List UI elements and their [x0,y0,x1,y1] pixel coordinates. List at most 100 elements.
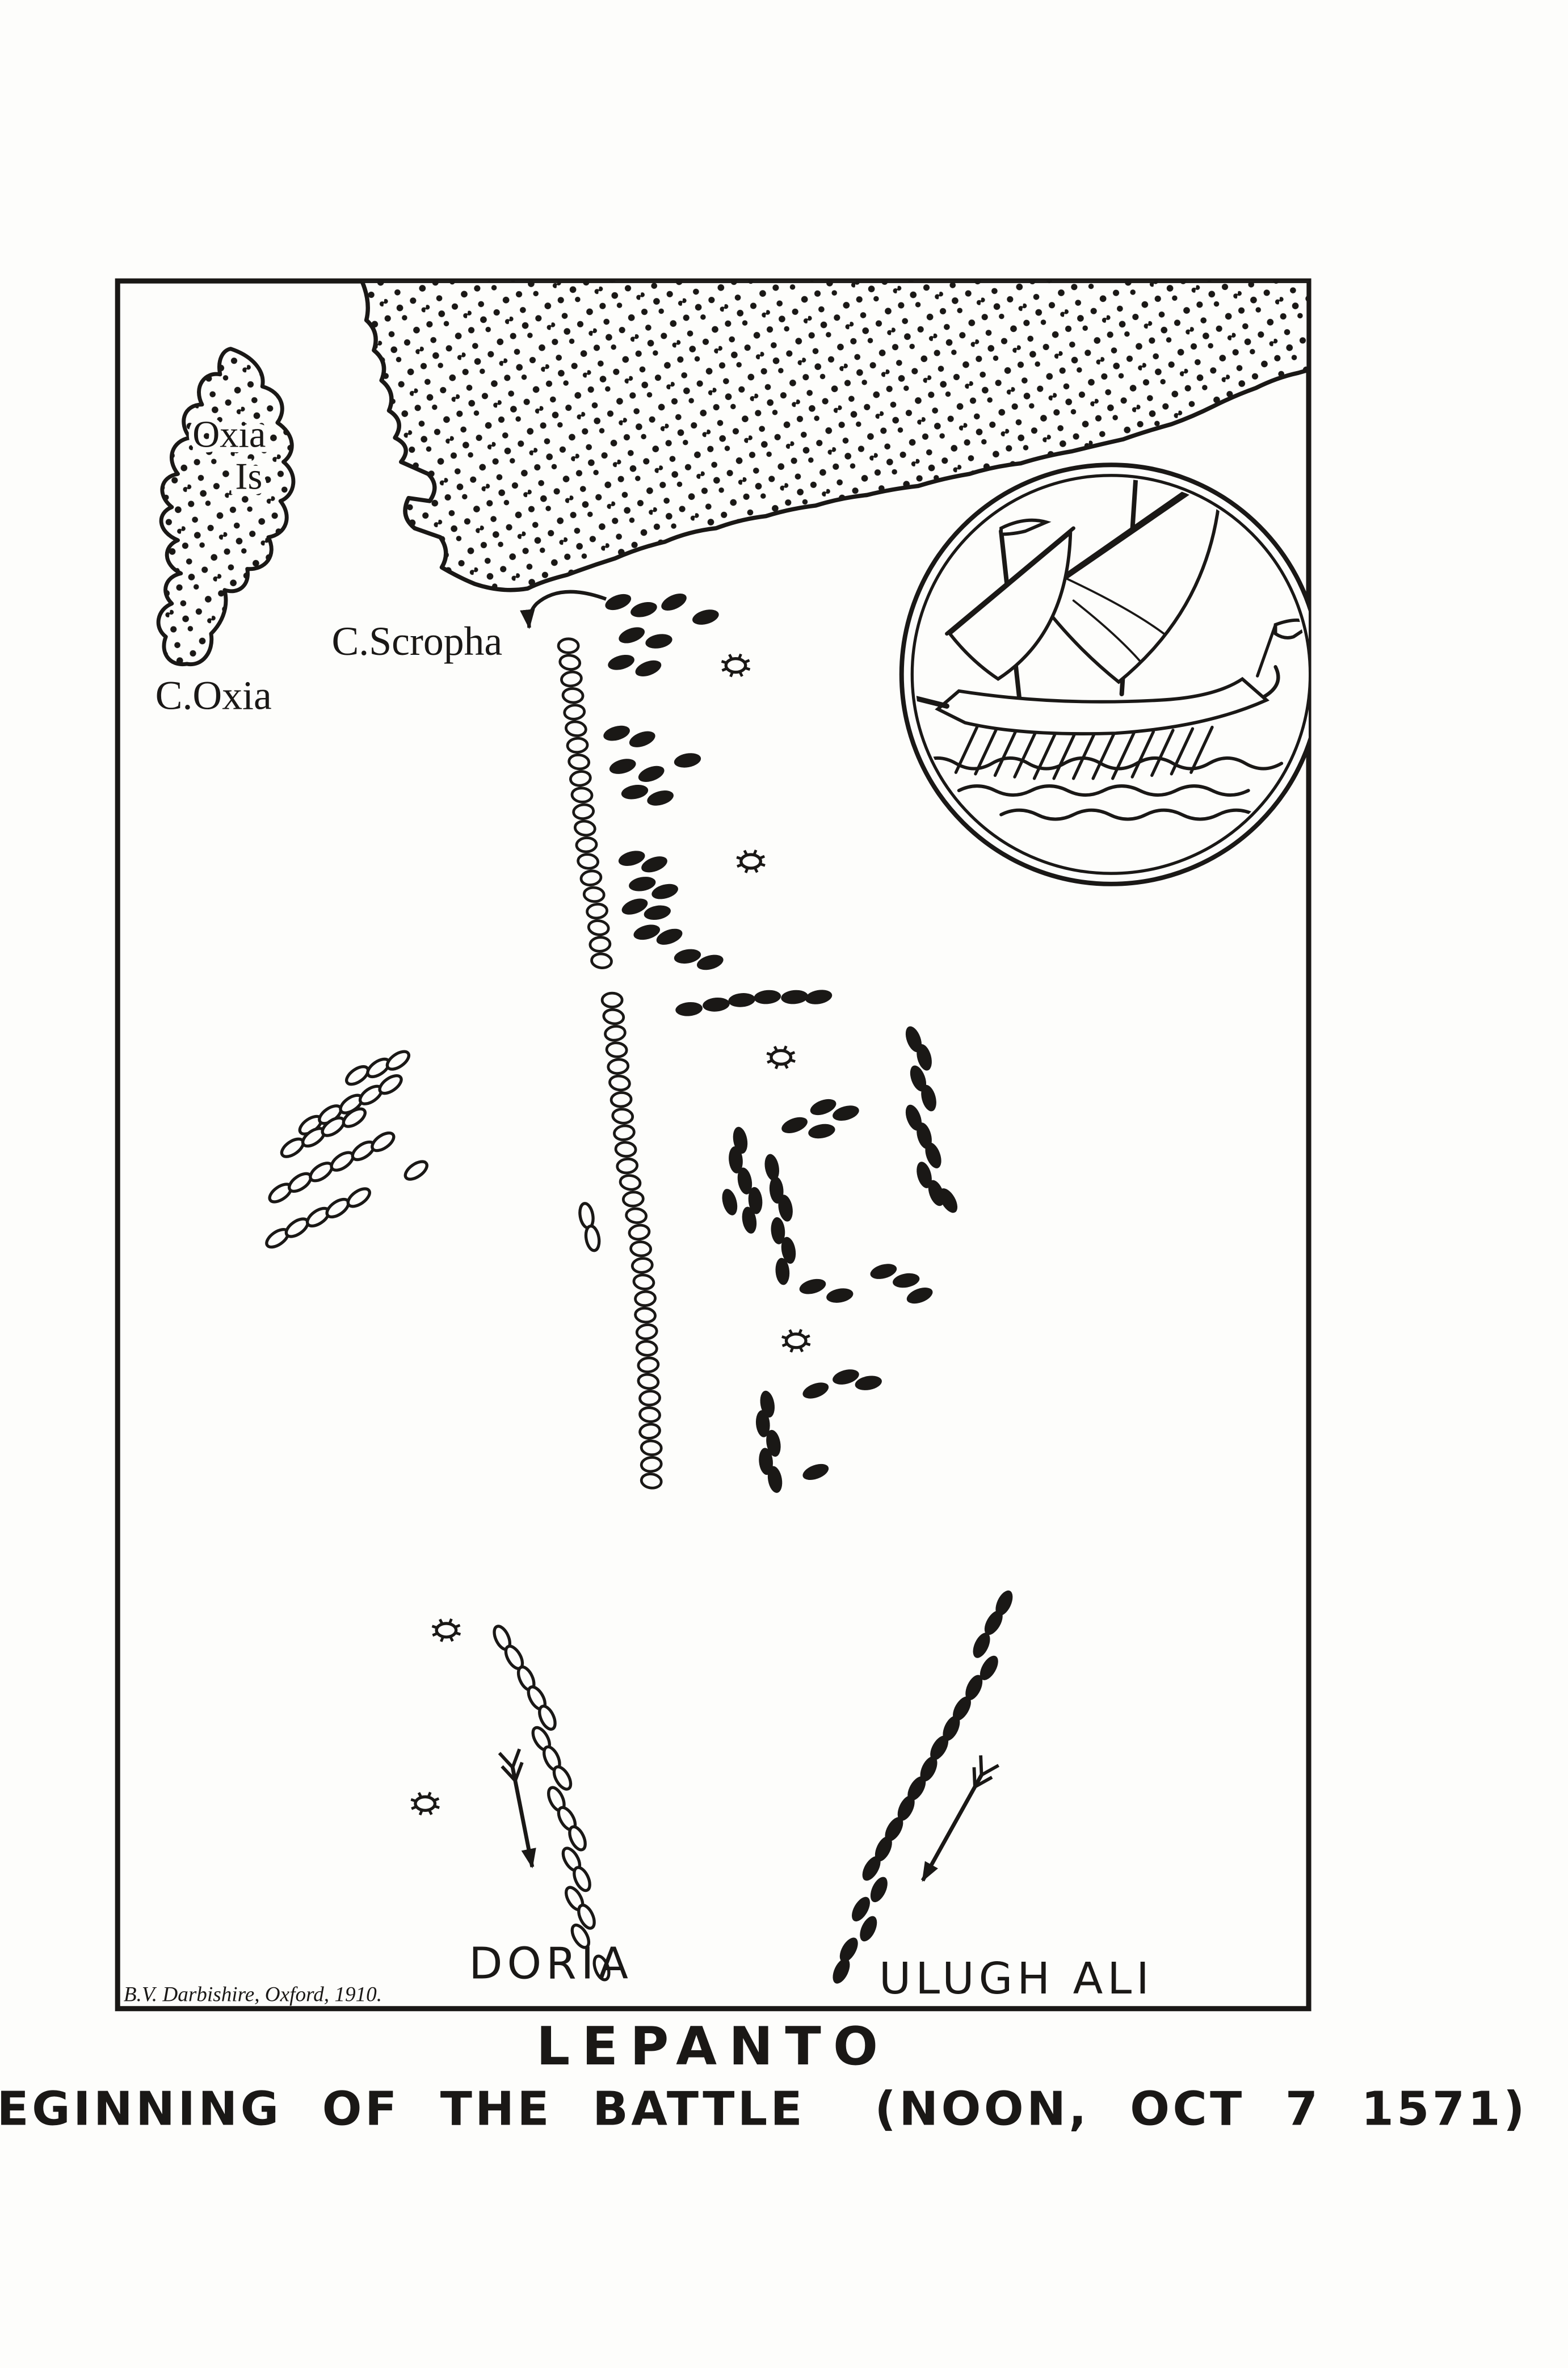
ship-symbol [403,1160,428,1181]
ship-symbol [722,1189,738,1215]
ship-symbol [799,1278,826,1294]
allied-left-wing [265,1050,428,1249]
ship-symbol [635,660,662,676]
ship-symbol [607,1058,630,1075]
ship-symbol [572,803,595,820]
mainland-coast [359,281,1309,592]
oxia-island [156,347,296,667]
ship-symbol [802,1382,829,1399]
ship-symbol [674,753,701,768]
ship-symbol [984,1610,1003,1635]
ship-symbol [635,1340,658,1357]
ship-symbol [582,886,606,903]
ship-symbol [995,1590,1013,1616]
ship-symbol [638,1423,661,1440]
figure-date-note: (NOON, OCT 7 1571) [875,2082,1528,2136]
ship-symbol [570,786,594,804]
galleass-symbol [431,1618,461,1642]
doria-label: DORIA [469,1938,633,1990]
ship-symbol [748,1187,763,1214]
ship-symbol [860,1916,877,1942]
galley-illustration [915,478,1308,821]
ship-symbol [629,877,656,891]
ship-symbol [605,594,632,611]
ship-symbol [616,1157,639,1175]
ship-symbol [625,1207,648,1224]
ship-symbol [697,954,724,970]
ship-symbol [611,1108,634,1125]
ship-symbol [875,1836,892,1862]
ship-symbol [587,919,610,936]
ship-symbol [692,609,719,625]
ship-symbol [600,991,624,1008]
ship-symbol [638,1390,661,1407]
ship-symbol [605,1041,628,1058]
ship-symbol [588,936,612,953]
ship-symbol [613,1124,636,1141]
ship-symbol [552,1765,573,1791]
ship-symbol [621,898,648,915]
ship-symbol [608,1074,631,1092]
scropha-pointer-arrow [520,590,607,629]
ship-symbol [603,725,630,741]
oxia-island-label-line2: Is [235,456,262,498]
ship-symbol [921,1084,936,1112]
ship-symbol [973,1633,990,1658]
galley-inset [899,462,1309,886]
ship-symbol [802,1463,829,1480]
ship-symbol [608,654,634,670]
ship-symbol [645,634,672,649]
ship-symbol [346,1187,371,1208]
ship-symbol [637,1356,660,1373]
ship-symbol [640,1473,663,1490]
ship-symbol [810,1099,836,1116]
ship-symbol [805,990,833,1004]
ship-symbol [628,1223,651,1241]
ulugh-ali-label: ULUGH ALI [879,1953,1154,2004]
figure-subtitle: 2BEGINNING OF THE BATTLE(NOON, OCT 7 157… [0,2082,1528,2136]
ship-symbol [808,1124,835,1139]
ship-symbol [592,1954,611,1982]
ship-symbol [965,1675,983,1701]
ship-symbol [905,1026,922,1053]
ship-symbol [577,1903,596,1930]
ship-symbol [590,952,613,969]
ship-symbol [675,1002,703,1016]
ship-symbol [893,1273,920,1288]
ship-symbol [885,1816,903,1842]
galleass-symbol [736,849,766,873]
ship-symbol [980,1655,998,1680]
ship-symbol [560,670,583,688]
ship-symbol [570,1923,591,1949]
ship-symbol [781,990,808,1004]
doria-course-arrow [498,1748,536,1869]
oxia-island-label-line1: Oxia [192,414,266,455]
ship-symbol [917,1162,932,1188]
ship-symbol [930,1735,949,1760]
ship-symbol [826,1288,854,1303]
ship-symbol [557,637,580,654]
ship-symbol [651,884,678,899]
ship-symbol [630,602,657,617]
ship-symbol [635,1323,658,1340]
ship-symbol [385,1050,410,1071]
ship-symbol [629,731,655,747]
ship-symbol [640,1439,663,1457]
ship-symbol [618,851,645,866]
ship-symbol [647,790,674,806]
ship-symbol [737,1167,753,1194]
ship-symbol [609,759,636,774]
fleet-layer [265,594,1013,1984]
ship-symbol [579,869,603,886]
ship-symbol [729,1146,743,1174]
ship-symbol [855,1376,882,1390]
ship-symbol [561,687,585,704]
ship-symbol [781,1117,808,1133]
ship-symbol [661,594,687,611]
ship-symbol [619,1174,642,1191]
allied-battle-line-north [557,637,613,969]
cartographer-signature: B.V. Darbishire, Oxford, 1910. [124,1983,382,2006]
ship-symbol [833,1369,859,1385]
ship-symbol [769,1176,784,1204]
